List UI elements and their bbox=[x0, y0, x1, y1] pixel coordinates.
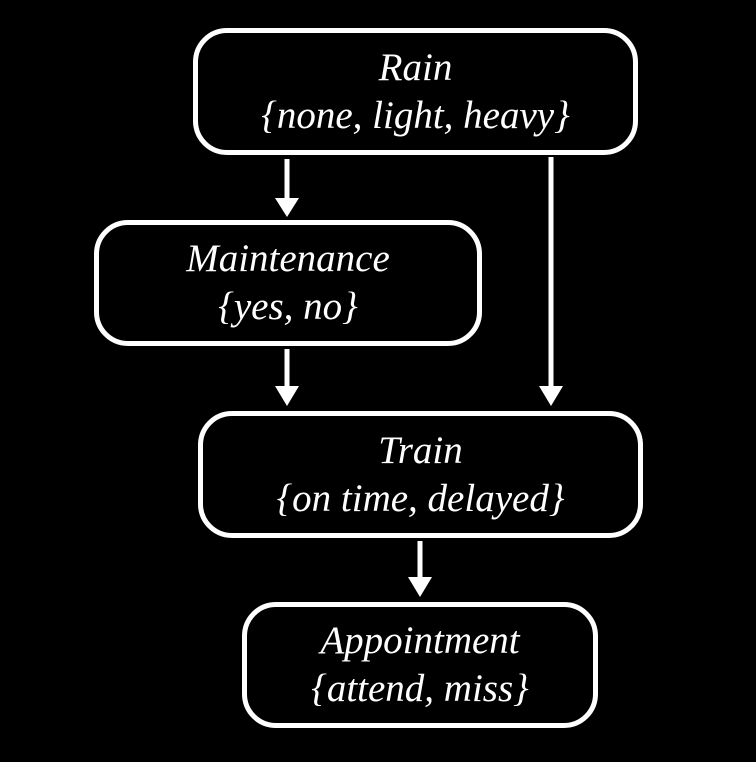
node-maintenance-label: Maintenance bbox=[186, 237, 390, 280]
node-rain: Rain {none, light, heavy} bbox=[193, 28, 638, 155]
edge-rain-train-arrow bbox=[539, 157, 563, 406]
node-rain-states: {none, light, heavy} bbox=[261, 93, 570, 137]
node-train: Train {on time, delayed} bbox=[198, 411, 643, 538]
edge-train-appointment-arrow bbox=[408, 541, 432, 597]
edge-maintenance-train-arrow bbox=[275, 349, 299, 406]
node-rain-label: Rain bbox=[378, 45, 453, 89]
node-appointment: Appointment {attend, miss} bbox=[242, 602, 598, 728]
node-train-states: {on time, delayed} bbox=[276, 476, 565, 520]
node-maintenance-states: {yes, no} bbox=[218, 285, 358, 328]
edge-rain-maintenance-arrow bbox=[275, 159, 299, 217]
node-appointment-label: Appointment bbox=[320, 619, 520, 662]
node-maintenance: Maintenance {yes, no} bbox=[94, 220, 482, 346]
node-train-label: Train bbox=[378, 428, 463, 472]
node-appointment-states: {attend, miss} bbox=[311, 667, 529, 710]
